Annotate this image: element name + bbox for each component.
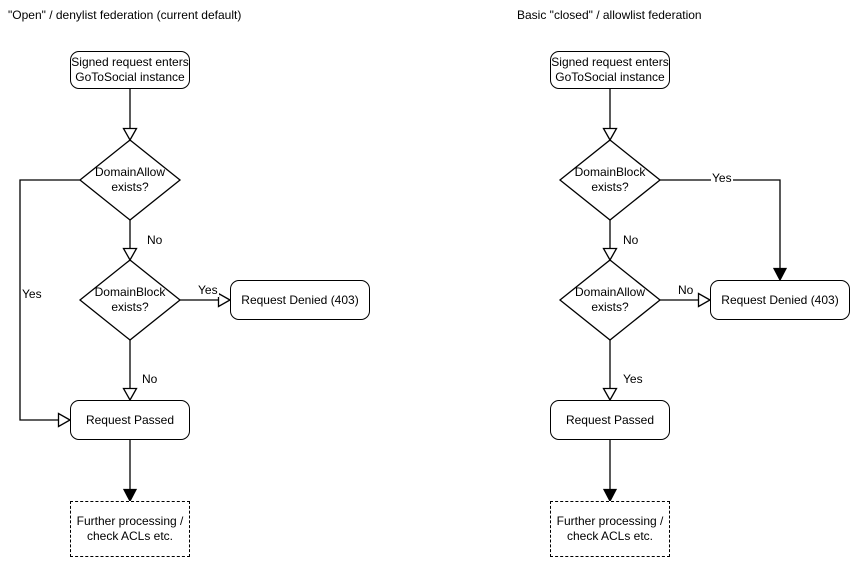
- edge-label-left-domainallow-no: No: [146, 233, 164, 247]
- edge-label-left-domainblock-no: No: [141, 372, 159, 386]
- arrowhead-filled-icon: [602, 488, 618, 503]
- arrowhead-open-icon: [57, 412, 72, 428]
- node-right-further-processing: Further processing / check ACLs etc.: [550, 501, 670, 557]
- edge-label-right-domainallow-yes: Yes: [622, 372, 644, 386]
- edge-right-domainblock-yes-to-denied: [660, 179, 788, 282]
- decision-label-left-domainblock: DomainBlock exists?: [94, 285, 166, 314]
- node-left-further-processing: Further processing / check ACLs etc.: [70, 501, 190, 557]
- edge-label-right-domainallow-no: No: [677, 283, 695, 297]
- arrowhead-open-icon: [122, 247, 138, 262]
- arrowhead-open-icon: [122, 127, 138, 142]
- arrowhead-open-icon: [217, 292, 232, 308]
- node-left-request-passed: Request Passed: [70, 400, 190, 440]
- edge-label-left-domainblock-yes: Yes: [197, 283, 219, 297]
- arrowhead-open-icon: [602, 127, 618, 142]
- edge-label-left-domainallow-yes: Yes: [21, 287, 43, 301]
- edge-right-passed-to-further: [602, 440, 618, 503]
- arrowhead-open-icon: [602, 247, 618, 262]
- node-right-start: Signed request enters GoToSocial instanc…: [550, 51, 670, 89]
- edge-label-right-domainblock-yes: Yes: [711, 171, 733, 185]
- edge-right-domainblock-no: [602, 220, 618, 262]
- right-diagram-title: Basic "closed" / allowlist federation: [517, 8, 702, 22]
- decision-label-right-domainallow: DomainAllow exists?: [574, 285, 646, 314]
- node-right-request-passed: Request Passed: [550, 400, 670, 440]
- arrowhead-filled-icon: [772, 267, 788, 282]
- decision-label-right-domainblock: DomainBlock exists?: [574, 165, 646, 194]
- edge-line: [19, 179, 80, 421]
- edge-right-start-to-domainblock: [602, 89, 618, 142]
- node-left-request-denied: Request Denied (403): [230, 280, 370, 320]
- left-diagram-title: "Open" / denylist federation (current de…: [8, 8, 242, 22]
- edge-left-domainallow-yes-loop-to-passed: [19, 179, 80, 428]
- arrowhead-open-icon: [122, 387, 138, 402]
- edge-label-right-domainblock-no: No: [622, 233, 640, 247]
- edge-left-passed-to-further: [122, 440, 138, 503]
- edge-left-start-to-domainallow: [122, 89, 138, 142]
- arrowhead-filled-icon: [122, 488, 138, 503]
- edge-right-domainallow-no-to-denied: [660, 292, 712, 308]
- edge-line: [660, 179, 781, 268]
- edge-left-domainallow-no: [122, 220, 138, 262]
- node-right-request-denied: Request Denied (403): [710, 280, 850, 320]
- arrowhead-open-icon: [697, 292, 712, 308]
- edge-right-domainallow-yes-to-passed: [602, 340, 618, 402]
- arrowhead-open-icon: [602, 387, 618, 402]
- node-left-start: Signed request enters GoToSocial instanc…: [70, 51, 190, 89]
- edge-left-domainblock-yes-to-denied: [180, 292, 232, 308]
- edge-left-domainblock-no-to-passed: [122, 340, 138, 402]
- decision-label-left-domainallow: DomainAllow exists?: [94, 165, 166, 194]
